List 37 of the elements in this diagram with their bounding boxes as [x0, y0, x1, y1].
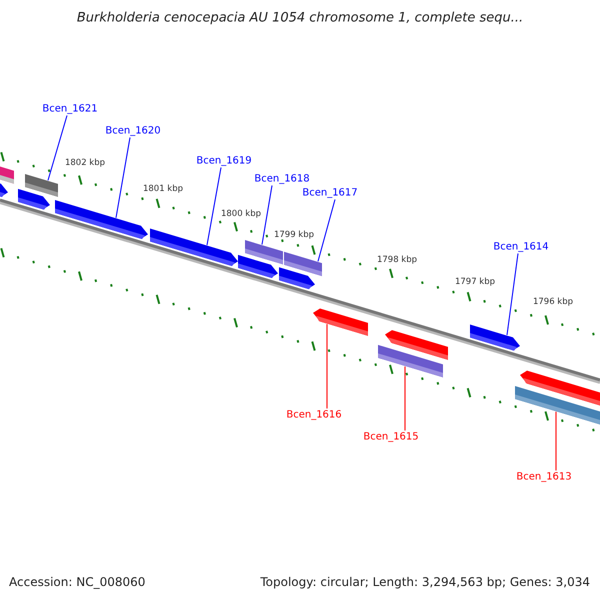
gene-label: Bcen_1617 — [302, 188, 358, 198]
accession-text: Accession: NC_008060 — [9, 575, 146, 589]
gene-feature — [515, 386, 600, 426]
leader-line — [404, 366, 406, 431]
gene-label: Bcen_1614 — [493, 242, 549, 252]
map-title: Burkholderia cenocepacia AU 1054 chromosome 1, complete sequ... — [76, 10, 524, 26]
scale-label: 1801 kbp — [142, 184, 184, 194]
gene-label: Bcen_1621 — [42, 104, 98, 114]
gene-feature — [470, 324, 520, 351]
gene-feature — [313, 308, 368, 336]
leader-line — [506, 253, 518, 336]
scale-label: 1800 kbp — [220, 209, 262, 219]
leader-line — [262, 185, 272, 246]
gene-label: Bcen_1619 — [196, 156, 252, 166]
gene-feature — [238, 254, 278, 278]
scale-label: 1796 kbp — [532, 297, 574, 307]
gene-feature — [385, 330, 448, 360]
scale-label: 1797 kbp — [454, 277, 496, 287]
leader-line — [116, 137, 130, 218]
gene-feature — [18, 188, 50, 210]
gene-label: Bcen_1616 — [286, 410, 342, 420]
scale-label: 1799 kbp — [274, 230, 314, 240]
gene-feature — [0, 164, 14, 184]
gene-feature — [279, 267, 315, 290]
gene-feature — [55, 200, 148, 240]
leader-line — [326, 324, 328, 409]
gene-label: Bcen_1615 — [363, 432, 419, 442]
topology-text: Topology: circular; Length: 3,294,563 bp; Genes: 3,034 — [260, 575, 590, 589]
leader-line — [48, 115, 68, 181]
gene-label: Bcen_1620 — [105, 126, 161, 136]
gene-feature — [150, 228, 238, 266]
scale-label: 1802 kbp — [64, 158, 106, 168]
gene-label: Bcen_1618 — [254, 174, 310, 184]
gene-label: Bcen_1613 — [516, 472, 572, 482]
leader-line — [318, 199, 336, 262]
leader-line — [206, 167, 222, 246]
scale-label: 1798 kbp — [376, 255, 418, 265]
